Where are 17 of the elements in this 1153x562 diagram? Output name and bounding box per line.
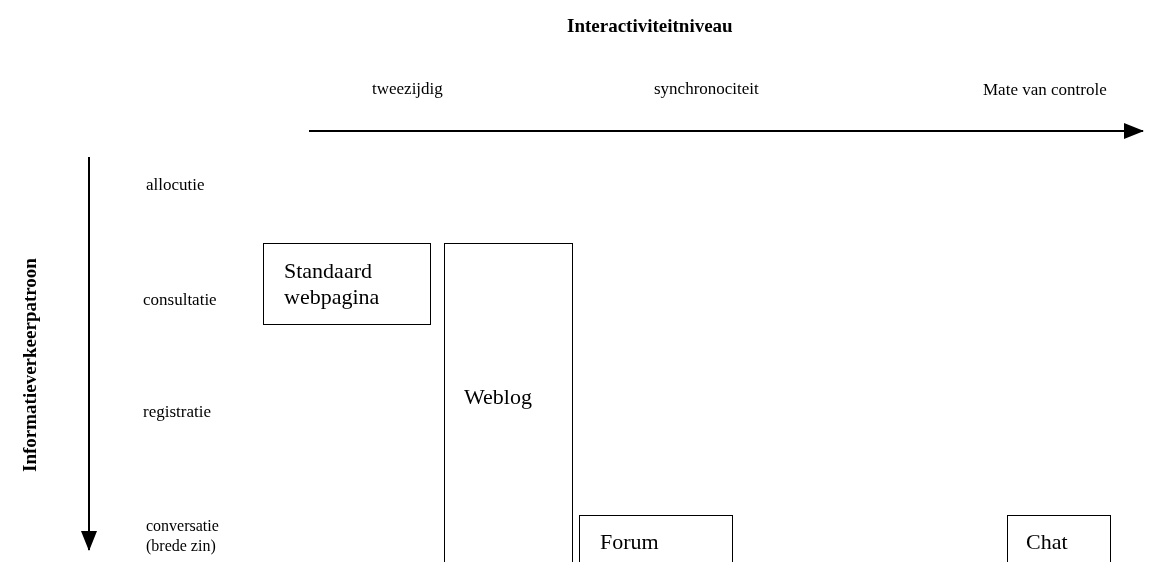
axis-label: registratie (143, 402, 211, 422)
axis-label: Mate van controle (983, 80, 1107, 100)
axis-title: Interactiviteitniveau (567, 16, 733, 36)
axis-label: allocutie (146, 175, 205, 195)
axis-label: consultatie (143, 290, 217, 310)
process-box (444, 243, 573, 562)
axis-label: synchronociteit (654, 79, 759, 99)
box-label: Standaard webpagina (284, 258, 381, 310)
axis-label: conversatie (brede zin) (146, 516, 220, 556)
process-box (579, 515, 733, 562)
axis-label: tweezijdig (372, 79, 443, 99)
box-label: Weblog (464, 384, 532, 410)
process-box (263, 243, 431, 325)
box-label: Chat (1026, 529, 1068, 555)
box-label: Forum (600, 529, 659, 555)
process-box (1007, 515, 1111, 562)
axis-title: Informatieverkeerpatroon (19, 258, 40, 472)
